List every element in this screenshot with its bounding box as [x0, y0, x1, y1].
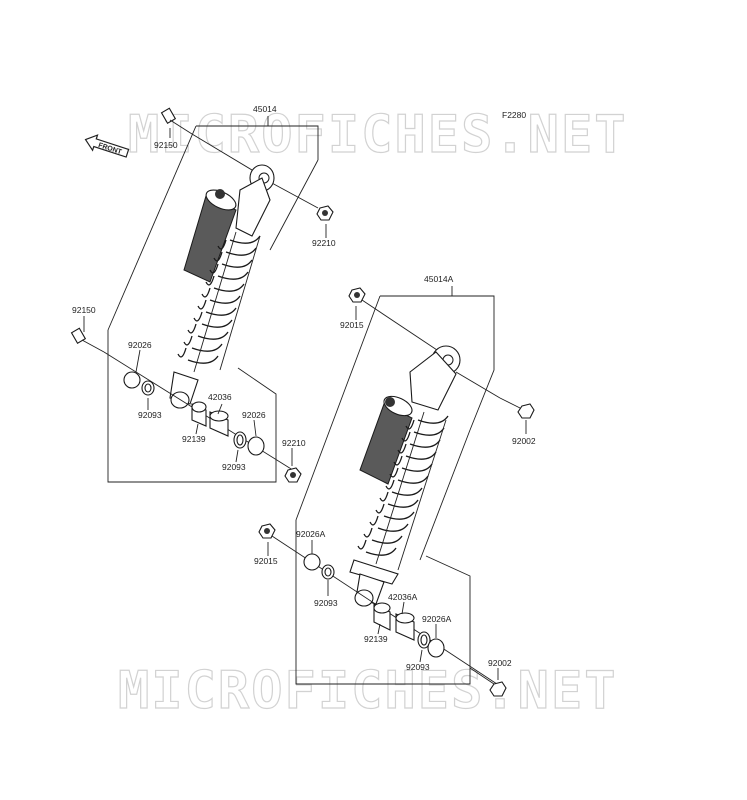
callout-92139: 92139: [182, 434, 206, 444]
callout-92210-bottom: 92210: [282, 438, 306, 448]
bolt-92150-left: [70, 327, 105, 353]
washer-92026A-2: [427, 638, 445, 658]
front-arrow-icon: FRONT: [84, 134, 130, 158]
callout-92093-b1: 92093: [314, 598, 338, 608]
callout-42036A: 42036A: [388, 592, 418, 602]
nut-92210-top: [316, 205, 334, 221]
callout-92002-top: 92002: [512, 436, 536, 446]
collar-92139-b: [373, 602, 391, 631]
callout-45014: 45014: [253, 104, 277, 114]
callout-92093-1: 92093: [138, 410, 162, 420]
bolt-92002-bottom: [469, 667, 507, 697]
spring-b: [357, 411, 449, 571]
washer-92026A: [303, 553, 321, 571]
callout-42036: 42036: [208, 392, 232, 402]
bolt-92002-top: [499, 397, 535, 419]
callout-92139-b: 92139: [364, 634, 388, 644]
washer-92026: [123, 371, 141, 389]
callout-92026: 92026: [128, 340, 152, 350]
callout-92026A-2: 92026A: [422, 614, 452, 624]
callout-45014A: 45014A: [424, 274, 454, 284]
figure-code: F2280: [502, 110, 526, 120]
watermark-top: MICROFICHES.NET: [128, 105, 628, 165]
collar-42036A: [395, 612, 415, 641]
callout-92002-bottom: 92002: [488, 658, 512, 668]
callout-92015-bottom: 92015: [254, 556, 278, 566]
washer-92026-2: [247, 436, 265, 456]
callout-92093-b2: 92093: [406, 662, 430, 672]
callout-92150-left: 92150: [72, 305, 96, 315]
collar-92139: [191, 401, 207, 427]
callout-92015-top: 92015: [340, 320, 364, 330]
collar-42036: [209, 410, 229, 437]
shock-assembly-b: [258, 286, 535, 697]
callout-92026A: 92026A: [296, 529, 326, 539]
watermark-bottom: MICROFICHES.NET: [118, 661, 618, 721]
callout-92210-top: 92210: [312, 238, 336, 248]
spring-a: [177, 231, 261, 373]
callout-92093-2: 92093: [222, 462, 246, 472]
callout-92150-top: 92150: [154, 140, 178, 150]
shock-assembly-a: [70, 107, 334, 483]
callout-92026-2: 92026: [242, 410, 266, 420]
bolt-92150-top: [160, 107, 193, 135]
